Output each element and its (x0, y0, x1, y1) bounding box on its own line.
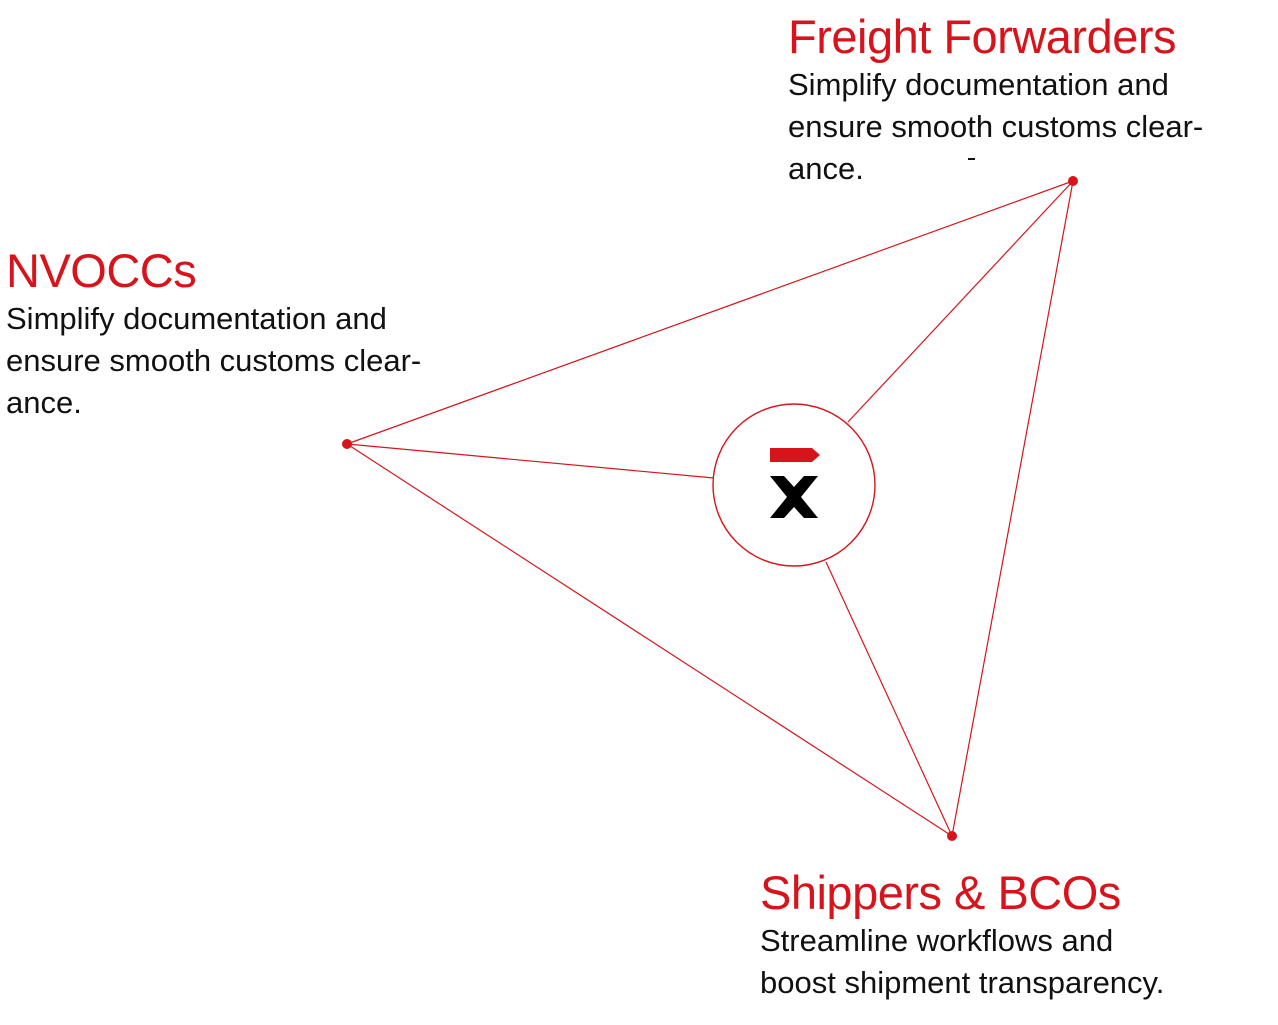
freight-forwarders-desc-line-2: ensure smooth customs clear- (788, 109, 1204, 144)
edge-freight-shippers (951, 180, 1074, 837)
stray-dash-mark (968, 158, 975, 160)
spoke-nvoccs-hub (346, 443, 715, 479)
shippers-bcos-title: Shippers & BCOs (760, 866, 1121, 919)
node-dot-shippers-bcos (947, 831, 957, 841)
logo-x-icon (770, 476, 818, 518)
shippers-bcos-block: Shippers & BCOs Streamline workflows and… (760, 866, 1164, 1004)
shippers-bcos-desc-line-2: boost shipment transparency. (760, 965, 1165, 1000)
freight-forwarders-desc-line-3: ance. (788, 151, 864, 186)
nvoccs-block: NVOCCs Simplify documentation and ensure… (6, 244, 421, 424)
node-dot-nvoccs (342, 439, 352, 449)
hub-circle (712, 403, 876, 567)
edge-nvoccs-shippers (346, 443, 953, 837)
brand-logo-icon (770, 448, 820, 518)
nvoccs-desc-line-3: ance. (6, 385, 82, 420)
freight-forwarders-title: Freight Forwarders (788, 10, 1177, 63)
nvoccs-title: NVOCCs (6, 244, 197, 297)
shippers-bcos-desc-line-1: Streamline workflows and (760, 923, 1114, 958)
node-dot-freight-forwarders (1068, 176, 1078, 186)
freight-forwarders-block: Freight Forwarders Simplify documentatio… (788, 10, 1203, 190)
freight-forwarders-desc-line-1: Simplify documentation and (788, 67, 1169, 102)
nvoccs-desc-line-2: ensure smooth customs clear- (6, 343, 422, 378)
spoke-freight-hub (847, 180, 1074, 423)
nvoccs-desc-line-1: Simplify documentation and (6, 301, 387, 336)
spoke-shippers-hub (825, 561, 953, 837)
logo-flag-icon (770, 448, 820, 462)
edge-nvoccs-freight (346, 180, 1074, 445)
